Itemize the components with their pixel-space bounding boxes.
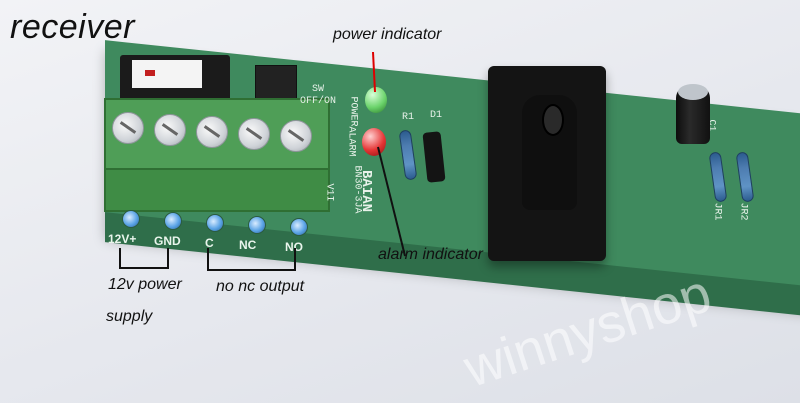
output-bracket [207, 248, 296, 271]
capacitor-top [678, 84, 708, 100]
terminal-hole [206, 214, 224, 232]
terminal-screw [280, 120, 312, 152]
terminal-hole [248, 216, 266, 234]
silk-sw: SW [312, 84, 325, 95]
silk-d1: D1 [430, 110, 443, 121]
alarm-led [362, 128, 386, 156]
power-bracket [119, 248, 169, 269]
terminal-hole [164, 212, 182, 230]
no-nc-output-label: no nc output [216, 278, 305, 295]
switch-marker [145, 70, 155, 76]
pin-label-nc: NC [239, 238, 257, 252]
supply-label: supply [106, 308, 153, 325]
power-led [365, 87, 387, 113]
power-indicator-pointer [372, 51, 376, 93]
alarm-indicator-pointer [377, 146, 406, 257]
switch-slot [132, 60, 202, 88]
pin-label-no: NO [285, 240, 303, 254]
power-12v-label: 12v power [108, 276, 182, 293]
terminal-screw [196, 116, 228, 148]
pin-label-gnd: GND [154, 234, 181, 248]
terminal-screw [238, 118, 270, 150]
power-indicator-label: power indicator [333, 26, 442, 43]
terminal-hole [290, 218, 308, 236]
terminal-block-lower [104, 168, 330, 212]
terminal-screw [112, 112, 144, 144]
pin-label-12v: 12V+ [108, 232, 137, 246]
terminal-screw [154, 114, 186, 146]
pin-label-c: C [205, 236, 214, 250]
silk-off-on: OFF/ON [300, 96, 337, 107]
terminal-hole [122, 210, 140, 228]
receiver-title: receiver [10, 8, 135, 46]
silk-r1: R1 [402, 112, 415, 123]
sensor-hole [542, 104, 564, 136]
